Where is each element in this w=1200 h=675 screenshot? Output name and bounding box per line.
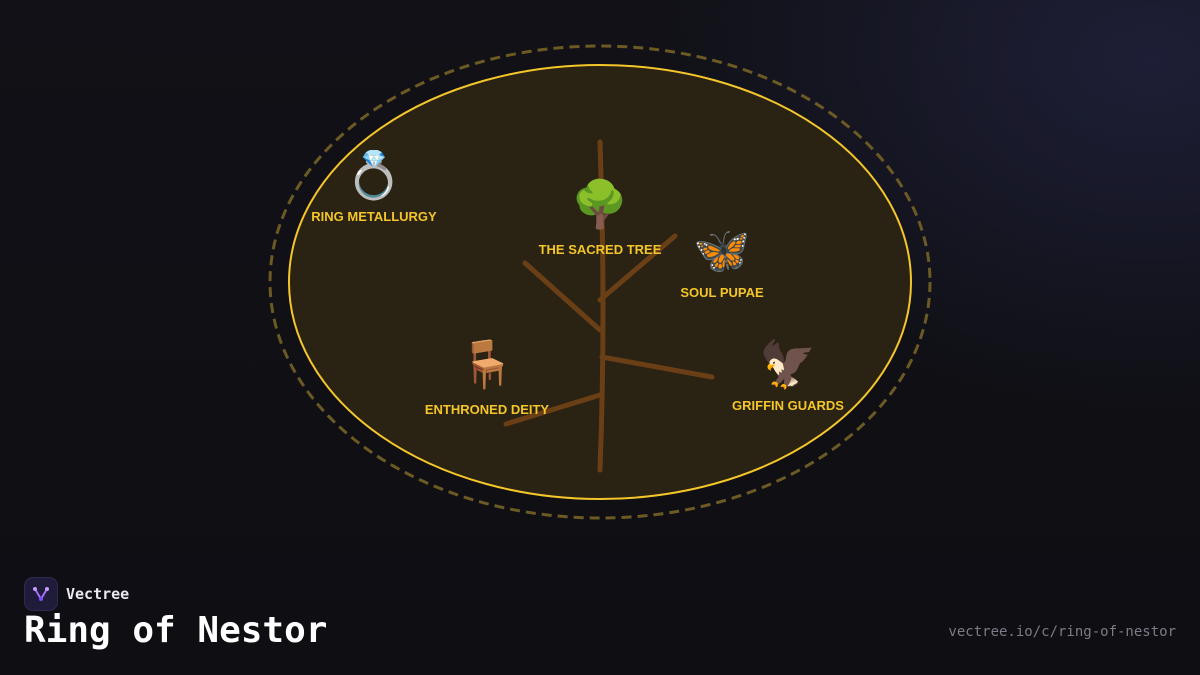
brand-name: Vectree: [66, 585, 130, 603]
node-label-griffin-guards: GRIFFIN GUARDS: [732, 398, 844, 413]
chair-icon: 🪑: [458, 337, 515, 391]
inner-ring: [288, 64, 912, 500]
outer-dashed-ring: [268, 44, 932, 520]
brand: Vectree: [24, 577, 129, 611]
tree-trunk: [597, 139, 606, 473]
eagle-icon: 🦅: [759, 336, 816, 391]
node-griffin-guards: 🦅 GRIFFIN GUARDS: [732, 336, 844, 413]
node-ring-metallurgy: 💍 RING METALLURGY: [311, 148, 437, 224]
page-url[interactable]: vectree.io/c/ring-of-nestor: [948, 624, 1176, 640]
branch-upper-right: [597, 233, 678, 303]
butterfly-icon: 🦋: [693, 223, 750, 277]
branch-upper-left: [522, 260, 603, 333]
branch-lower-left: [503, 392, 603, 427]
node-label-enthroned-deity: ENTHRONED DEITY: [425, 402, 550, 417]
branch-mid-right: [599, 354, 715, 380]
vectree-logo-icon: [24, 577, 58, 611]
node-label-sacred-tree: THE SACRED TREE: [539, 242, 662, 257]
node-enthroned-deity: 🪑 ENTHRONED DEITY: [425, 337, 550, 417]
ring-icon: 💍: [345, 148, 402, 203]
tree-branches: [503, 139, 715, 473]
node-sacred-tree: 🌳 THE SACRED TREE: [539, 176, 662, 257]
tree-icon: 🌳: [571, 176, 628, 231]
node-soul-pupae: 🦋 SOUL PUPAE: [680, 223, 764, 300]
node-label-soul-pupae: SOUL PUPAE: [680, 285, 764, 300]
page-title: Ring of Nestor: [24, 610, 328, 651]
node-label-ring-metallurgy: RING METALLURGY: [311, 209, 437, 224]
